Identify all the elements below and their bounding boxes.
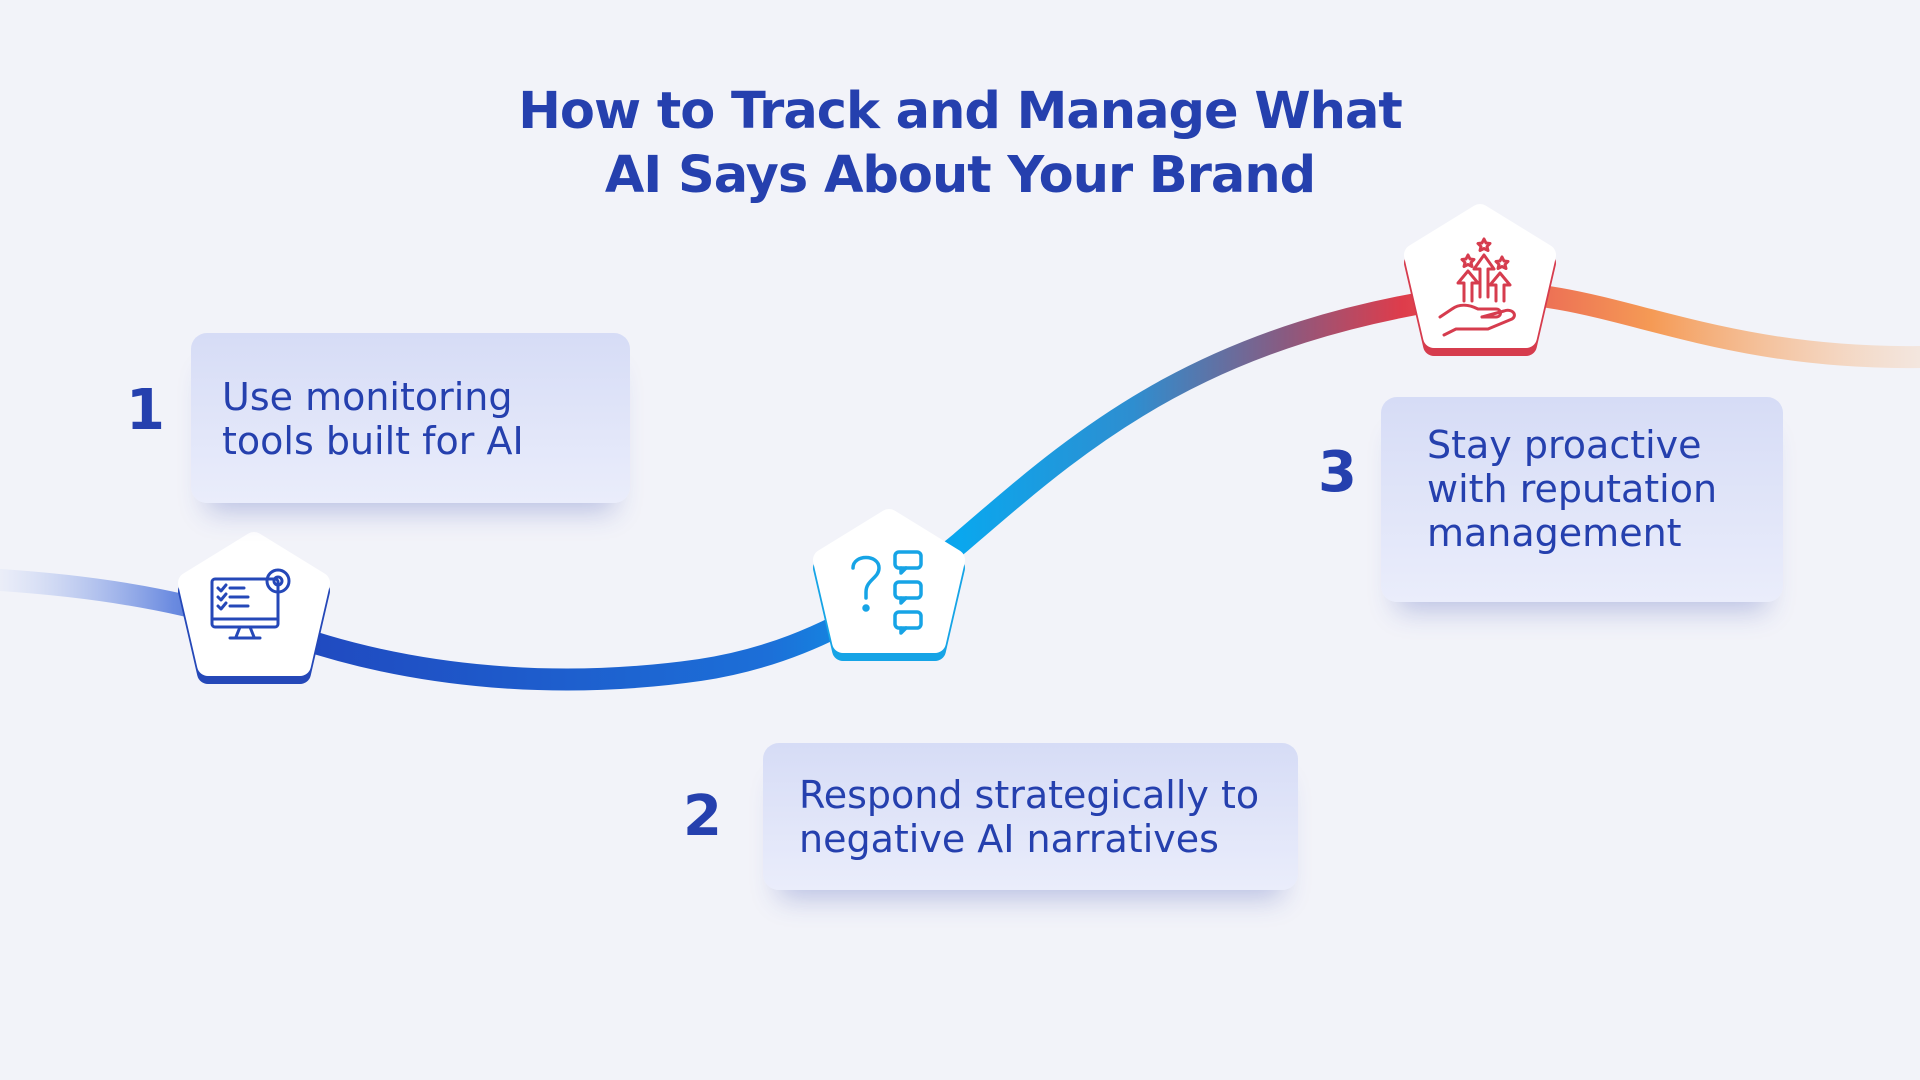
step-1-line-2: tools built for AI <box>222 419 524 463</box>
page-title: How to Track and Manage What AI Says Abo… <box>0 80 1920 208</box>
step-2-line-1: Respond strategically to <box>799 773 1260 817</box>
step-card-3: Stay proactive with reputation managemen… <box>1381 397 1783 602</box>
step-1-line-1: Use monitoring <box>222 375 513 419</box>
step-2-line-2: negative AI narratives <box>799 817 1219 861</box>
monitor-checklist-gear-icon <box>210 568 291 640</box>
title-line-1: How to Track and Manage What <box>518 82 1403 141</box>
step-number-1: 1 <box>126 378 165 443</box>
hand-growth-arrows-stars-icon <box>1438 237 1516 337</box>
node-step-2 <box>813 509 965 661</box>
step-number-2: 2 <box>683 784 722 849</box>
question-chat-bubbles-icon <box>851 550 923 635</box>
step-card-2: Respond strategically to negative AI nar… <box>763 743 1298 890</box>
step-card-1: Use monitoring tools built for AI <box>191 333 630 503</box>
step-number-3: 3 <box>1318 440 1357 505</box>
node-step-3 <box>1404 204 1556 356</box>
step-3-line-2: with reputation <box>1427 467 1718 511</box>
title-line-2: AI Says About Your Brand <box>604 146 1316 205</box>
step-3-line-1: Stay proactive <box>1427 423 1702 467</box>
node-step-1 <box>178 532 330 684</box>
step-3-line-3: management <box>1427 511 1682 555</box>
